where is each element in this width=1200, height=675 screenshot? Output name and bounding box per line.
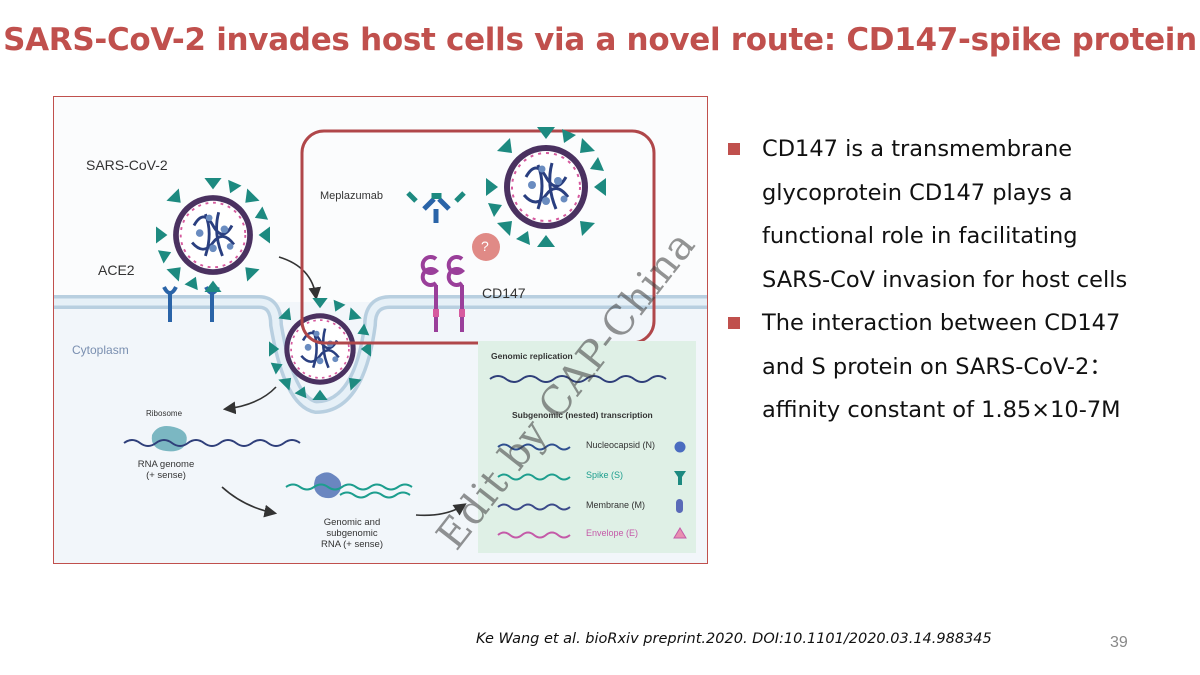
- bullet-square-icon: [728, 317, 740, 329]
- envelope-icon: [673, 527, 687, 539]
- spike-icon: [674, 471, 686, 485]
- genomic-rna-label: Genomic and subgenomic RNA (+ sense): [302, 517, 402, 550]
- rna-genome-label: RNA genome (+ sense): [136, 459, 196, 481]
- virus-label: SARS-CoV-2: [86, 157, 168, 173]
- cytoplasm-label: Cytoplasm: [72, 343, 129, 357]
- transcript-envelope: Envelope (E): [586, 528, 639, 538]
- transcript-spike: Spike (S): [586, 470, 624, 480]
- transcript-nucleocapsid: Nucleocapsid (N): [586, 440, 656, 450]
- membrane-icon: [676, 499, 683, 513]
- ace2-label: ACE2: [98, 262, 135, 278]
- rna-genome-line-1: RNA genome: [137, 459, 195, 470]
- rna-genome-line-2: (+ sense): [146, 470, 186, 481]
- question-badge: ?: [481, 238, 489, 254]
- bullet-item: The interaction between CD147 and S prot…: [726, 302, 1146, 433]
- genomic-line-2: subgenomic: [326, 528, 378, 539]
- nucleocapsid-icon: [674, 441, 686, 453]
- bullet-list: CD147 is a transmembrane glycoprotein CD…: [726, 128, 1146, 433]
- transcript-membrane: Membrane (M): [586, 500, 646, 510]
- genomic-line-1: Genomic and: [323, 517, 381, 528]
- ribosome-label: Ribosome: [146, 409, 183, 418]
- citation: Ke Wang et al. bioRxiv preprint.2020. DO…: [476, 631, 992, 647]
- mechanism-figure: SARS-CoV-2 ACE2 Meplazumab ? CD147 Cytop…: [53, 96, 708, 564]
- genomic-line-3: RNA (+ sense): [320, 539, 384, 550]
- page-number: 39: [1110, 634, 1128, 651]
- bullet-text: The interaction between CD147 and S prot…: [762, 310, 1121, 423]
- bullet-item: CD147 is a transmembrane glycoprotein CD…: [726, 128, 1146, 302]
- genomic-replication-label: Genomic replication: [491, 351, 573, 361]
- slide-title: SARS-CoV-2 invades host cells via a nove…: [3, 22, 1197, 58]
- meplazumab-label: Meplazumab: [320, 190, 383, 202]
- cd147-label: CD147: [482, 285, 526, 301]
- figure-graphic: [54, 97, 707, 553]
- bullet-text: CD147 is a transmembrane glycoprotein CD…: [762, 136, 1128, 293]
- subgenomic-transcription-label: Subgenomic (nested) transcription: [512, 410, 653, 420]
- bullet-square-icon: [728, 143, 740, 155]
